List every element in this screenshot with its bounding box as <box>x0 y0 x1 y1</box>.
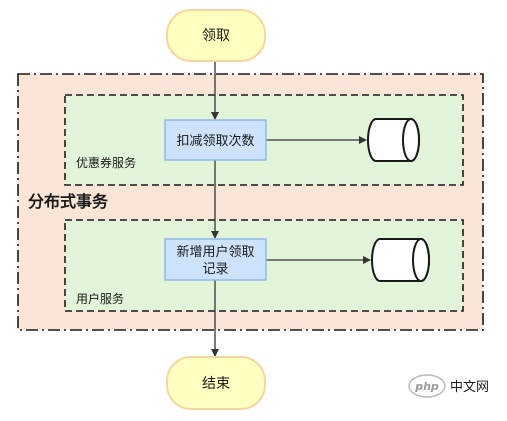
watermark-site-text: 中文网 <box>450 380 489 395</box>
end-label: 结束 <box>202 376 230 392</box>
deduct-claim-count-label: 扣减领取次数 <box>176 133 254 149</box>
add-claim-record-node <box>164 238 267 281</box>
watermark-logo: php 中文网 <box>408 374 489 398</box>
database-icon <box>367 118 420 162</box>
database-icon <box>371 238 430 282</box>
distributed-transaction-label: 分布式事务 <box>28 192 109 211</box>
watermark-logo-text: php <box>414 380 439 393</box>
coupon-service-label: 优惠券服务 <box>76 155 136 170</box>
add-claim-record-label-line1: 新增用户领取 <box>176 244 254 260</box>
start-label: 领取 <box>202 28 230 44</box>
user-service-label: 用户服务 <box>76 291 124 306</box>
start-node <box>166 9 266 62</box>
add-claim-record-label-line2: 记录 <box>202 262 228 277</box>
end-node <box>166 356 266 410</box>
deduct-claim-count-node <box>164 119 267 161</box>
